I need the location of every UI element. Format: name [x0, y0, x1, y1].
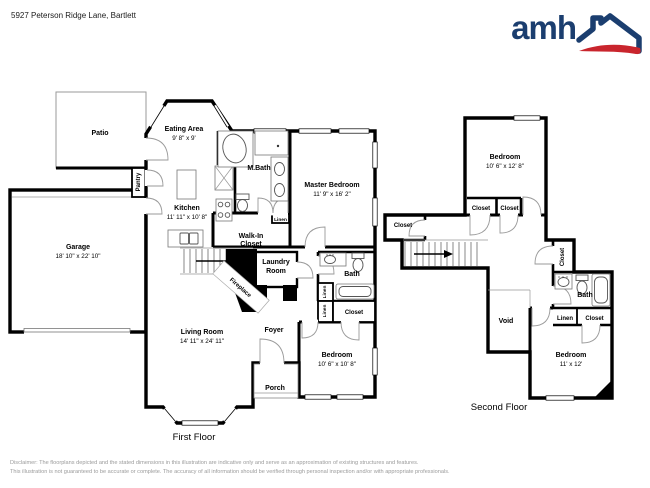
room-label-closet-a: Closet [472, 206, 490, 212]
room-label-linen-a: Linen [322, 286, 328, 299]
shower-symbol [254, 130, 289, 156]
room-label-walkin-2: Closet [240, 241, 262, 248]
disclaimer-line-1: Disclaimer: The floorplans depicted and … [10, 460, 419, 466]
master-toilet-symbol [235, 193, 250, 212]
room-label-porch: Porch [265, 385, 285, 392]
room-label-closet-b: Closet [500, 206, 518, 212]
room-label-closet-hall: Closet [394, 223, 412, 229]
room-label-linen-b: Linen [322, 305, 328, 318]
room-dims-kitchen: 11' 11" x 10' 8" [167, 214, 208, 221]
door-gaps-second-floor [422, 212, 600, 328]
room-dims-eating-area: 9' 8" x 9' [172, 135, 196, 142]
disclaimer-line-2: This illustration is not guaranteed to b… [10, 468, 450, 475]
second-floor-caption: Second Floor [471, 402, 528, 413]
room-dims-master-bedroom: 11' 9" x 16' 2" [313, 191, 351, 198]
room-label-laundry-2: Room [266, 268, 286, 275]
patio-outline [55, 91, 147, 169]
stairs-up-arrow-2 [414, 250, 453, 258]
room-label-linen-top: Linen [274, 217, 287, 223]
room-label-pantry: Pantry [136, 172, 142, 191]
room-label-closet1: Closet [345, 310, 363, 316]
refrigerator-symbol [214, 165, 234, 191]
second-floor: Bedroom 10' 6" x 12' 8" Closet Closet Cl… [383, 115, 614, 413]
hall-bath-fixtures [319, 252, 375, 300]
room-label-patio: Patio [91, 130, 108, 137]
room-label-foyer: Foyer [264, 327, 283, 334]
room-dims-bedroom1: 10' 6" x 10' 8" [318, 361, 356, 368]
house-icon [576, 13, 642, 55]
room-dims-bedroom2: 10' 6" x 12' 8" [486, 163, 524, 170]
room-label-bedroom2: Bedroom [490, 154, 521, 161]
kitchen-island [176, 169, 197, 200]
room-label-kitchen: Kitchen [174, 205, 200, 212]
windows-second-floor [513, 115, 575, 401]
room-dims-living-room: 14' 11" x 24' 11" [180, 338, 224, 345]
room-label-closet-bedroom: Closet [585, 316, 603, 322]
door-arcs-second-floor [408, 196, 601, 344]
room-label-linen2: Linen [557, 316, 573, 322]
disclaimer: Disclaimer: The floorplans depicted and … [10, 459, 450, 476]
fireplace: Fireplace [212, 249, 297, 314]
garage-door [23, 328, 131, 333]
corner-fill [594, 380, 612, 398]
page-title: 5927 Peterson Ridge Lane, Bartlett [11, 11, 136, 20]
room-label-walkin-1: Walk-In [239, 233, 264, 240]
room-label-garage: Garage [66, 244, 90, 251]
room-label-eating-area: Eating Area [165, 126, 204, 133]
room-dims-garage: 18' 10" x 22' 10" [55, 253, 100, 260]
room-label-master-bedroom: Master Bedroom [304, 182, 359, 189]
stairs-second-floor [403, 239, 488, 266]
master-tub-symbol [217, 130, 254, 168]
logo-text: amh [511, 9, 577, 46]
bath2-fixtures [554, 273, 611, 307]
room-label-laundry-1: Laundry [262, 259, 290, 266]
amh-logo: amh [511, 6, 642, 56]
garage-outline [8, 188, 148, 334]
room-label-bedroom1: Bedroom [322, 352, 353, 359]
range-symbol [215, 198, 233, 222]
room-label-closet-side: Closet [560, 248, 566, 266]
first-floor-caption: First Floor [173, 432, 216, 443]
first-floor: Fireplace [8, 91, 378, 443]
room-dims-bedroom3: 11' x 12' [560, 361, 583, 368]
room-label-living-room: Living Room [181, 329, 223, 336]
room-label-mbath: M.Bath [247, 165, 270, 172]
kitchen-sink-symbol [167, 229, 204, 248]
room-label-bedroom3: Bedroom [556, 352, 587, 359]
room-label-void: Void [499, 318, 514, 325]
room-label-bath2: Bath [577, 292, 593, 299]
master-vanity-symbol [270, 156, 289, 202]
room-label-bath1: Bath [344, 271, 360, 278]
